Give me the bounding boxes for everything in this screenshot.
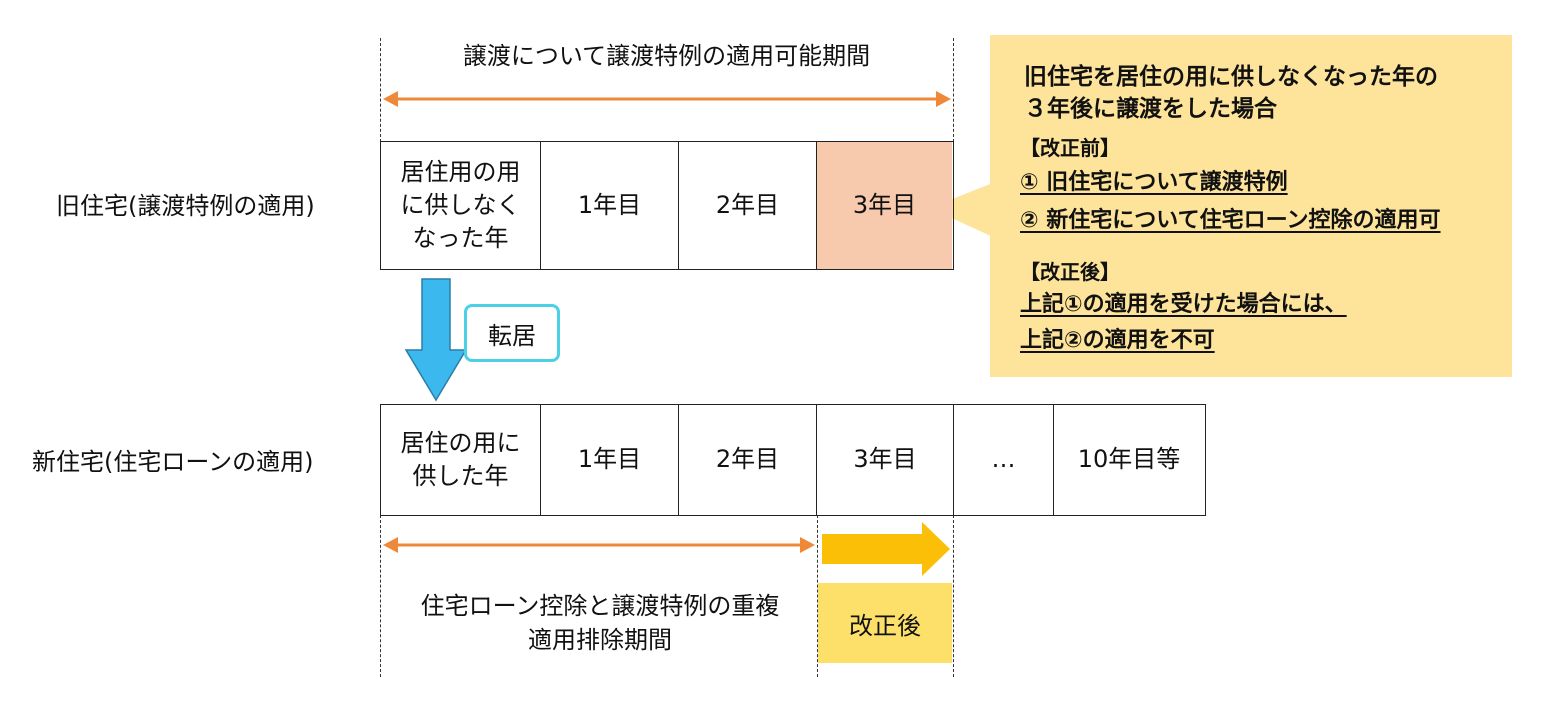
top-period-arrow [383,91,951,107]
callout-after-line-1-text: 上記①の適用を受けた場合には、 [1020,292,1347,317]
new-house-row-label: 新住宅(住宅ローンの適用) [32,448,314,476]
old-house-timeline: 居住用の用 に供しなく なった年 1年目 2年目 3年目 [380,141,954,270]
top-period-label: 譲渡について譲渡特例の適用可能期間 [462,42,871,70]
callout-after-header: 【改正後】 [1020,260,1120,284]
new-house-cell-1: 1年目 [541,405,679,515]
callout-before-item-1: ① 旧住宅について譲渡特例 [1020,169,1288,198]
old-house-cell-1: 1年目 [541,142,679,269]
old-house-row-label: 旧住宅(譲渡特例の適用) [56,192,315,220]
move-down-arrow [404,278,468,402]
after-revision-arrow [822,522,950,576]
callout-before-item-1-text: ① 旧住宅について譲渡特例 [1020,170,1288,195]
new-house-cell-2: 2年目 [679,405,817,515]
old-house-cell-2: 2年目 [679,142,817,269]
move-label-box: 転居 [464,304,560,362]
callout-before-item-2: ② 新住宅について住宅ローン控除の適用可 [1020,207,1441,236]
callout-after-line-2: 上記②の適用を不可 [1020,327,1215,356]
guide-line-right-top [953,38,954,142]
callout-after-line-2-text: 上記②の適用を不可 [1020,328,1215,353]
new-house-cell-ellipsis: … [954,405,1054,515]
guide-line-mid-bottom [817,515,818,677]
new-house-timeline: 居住の用に 供した年 1年目 2年目 3年目 … 10年目等 [380,404,1206,516]
after-revision-box: 改正後 [818,583,952,663]
callout-before-item-2-text: ② 新住宅について住宅ローン控除の適用可 [1020,208,1441,233]
old-house-cell-0: 居住用の用 に供しなく なった年 [381,142,541,269]
callout-after-line-1: 上記①の適用を受けた場合には、 [1020,291,1347,320]
callout-before-header: 【改正前】 [1020,136,1120,160]
bottom-period-label: 住宅ローン控除と譲渡特例の重複 適用排除期間 [420,592,780,654]
old-house-cell-3-highlight: 3年目 [817,142,952,269]
new-house-cell-5: 10年目等 [1077,445,1181,474]
new-house-cell-0: 居住の用に 供した年 [381,405,541,515]
guide-line-right-bottom [953,515,954,677]
callout-title: 旧住宅を居住の用に供しなくなった年の ３年後に譲渡をした場合 [1024,64,1438,123]
callout-pointer [930,182,995,238]
new-house-cell-3: 3年目 [817,405,954,515]
callout-box: 旧住宅を居住の用に供しなくなった年の ３年後に譲渡をした場合 【改正前】 ① 旧… [990,35,1512,377]
guide-line-left-bottom [380,515,381,677]
guide-line-left-top [380,38,381,142]
bottom-period-arrow [383,537,815,553]
